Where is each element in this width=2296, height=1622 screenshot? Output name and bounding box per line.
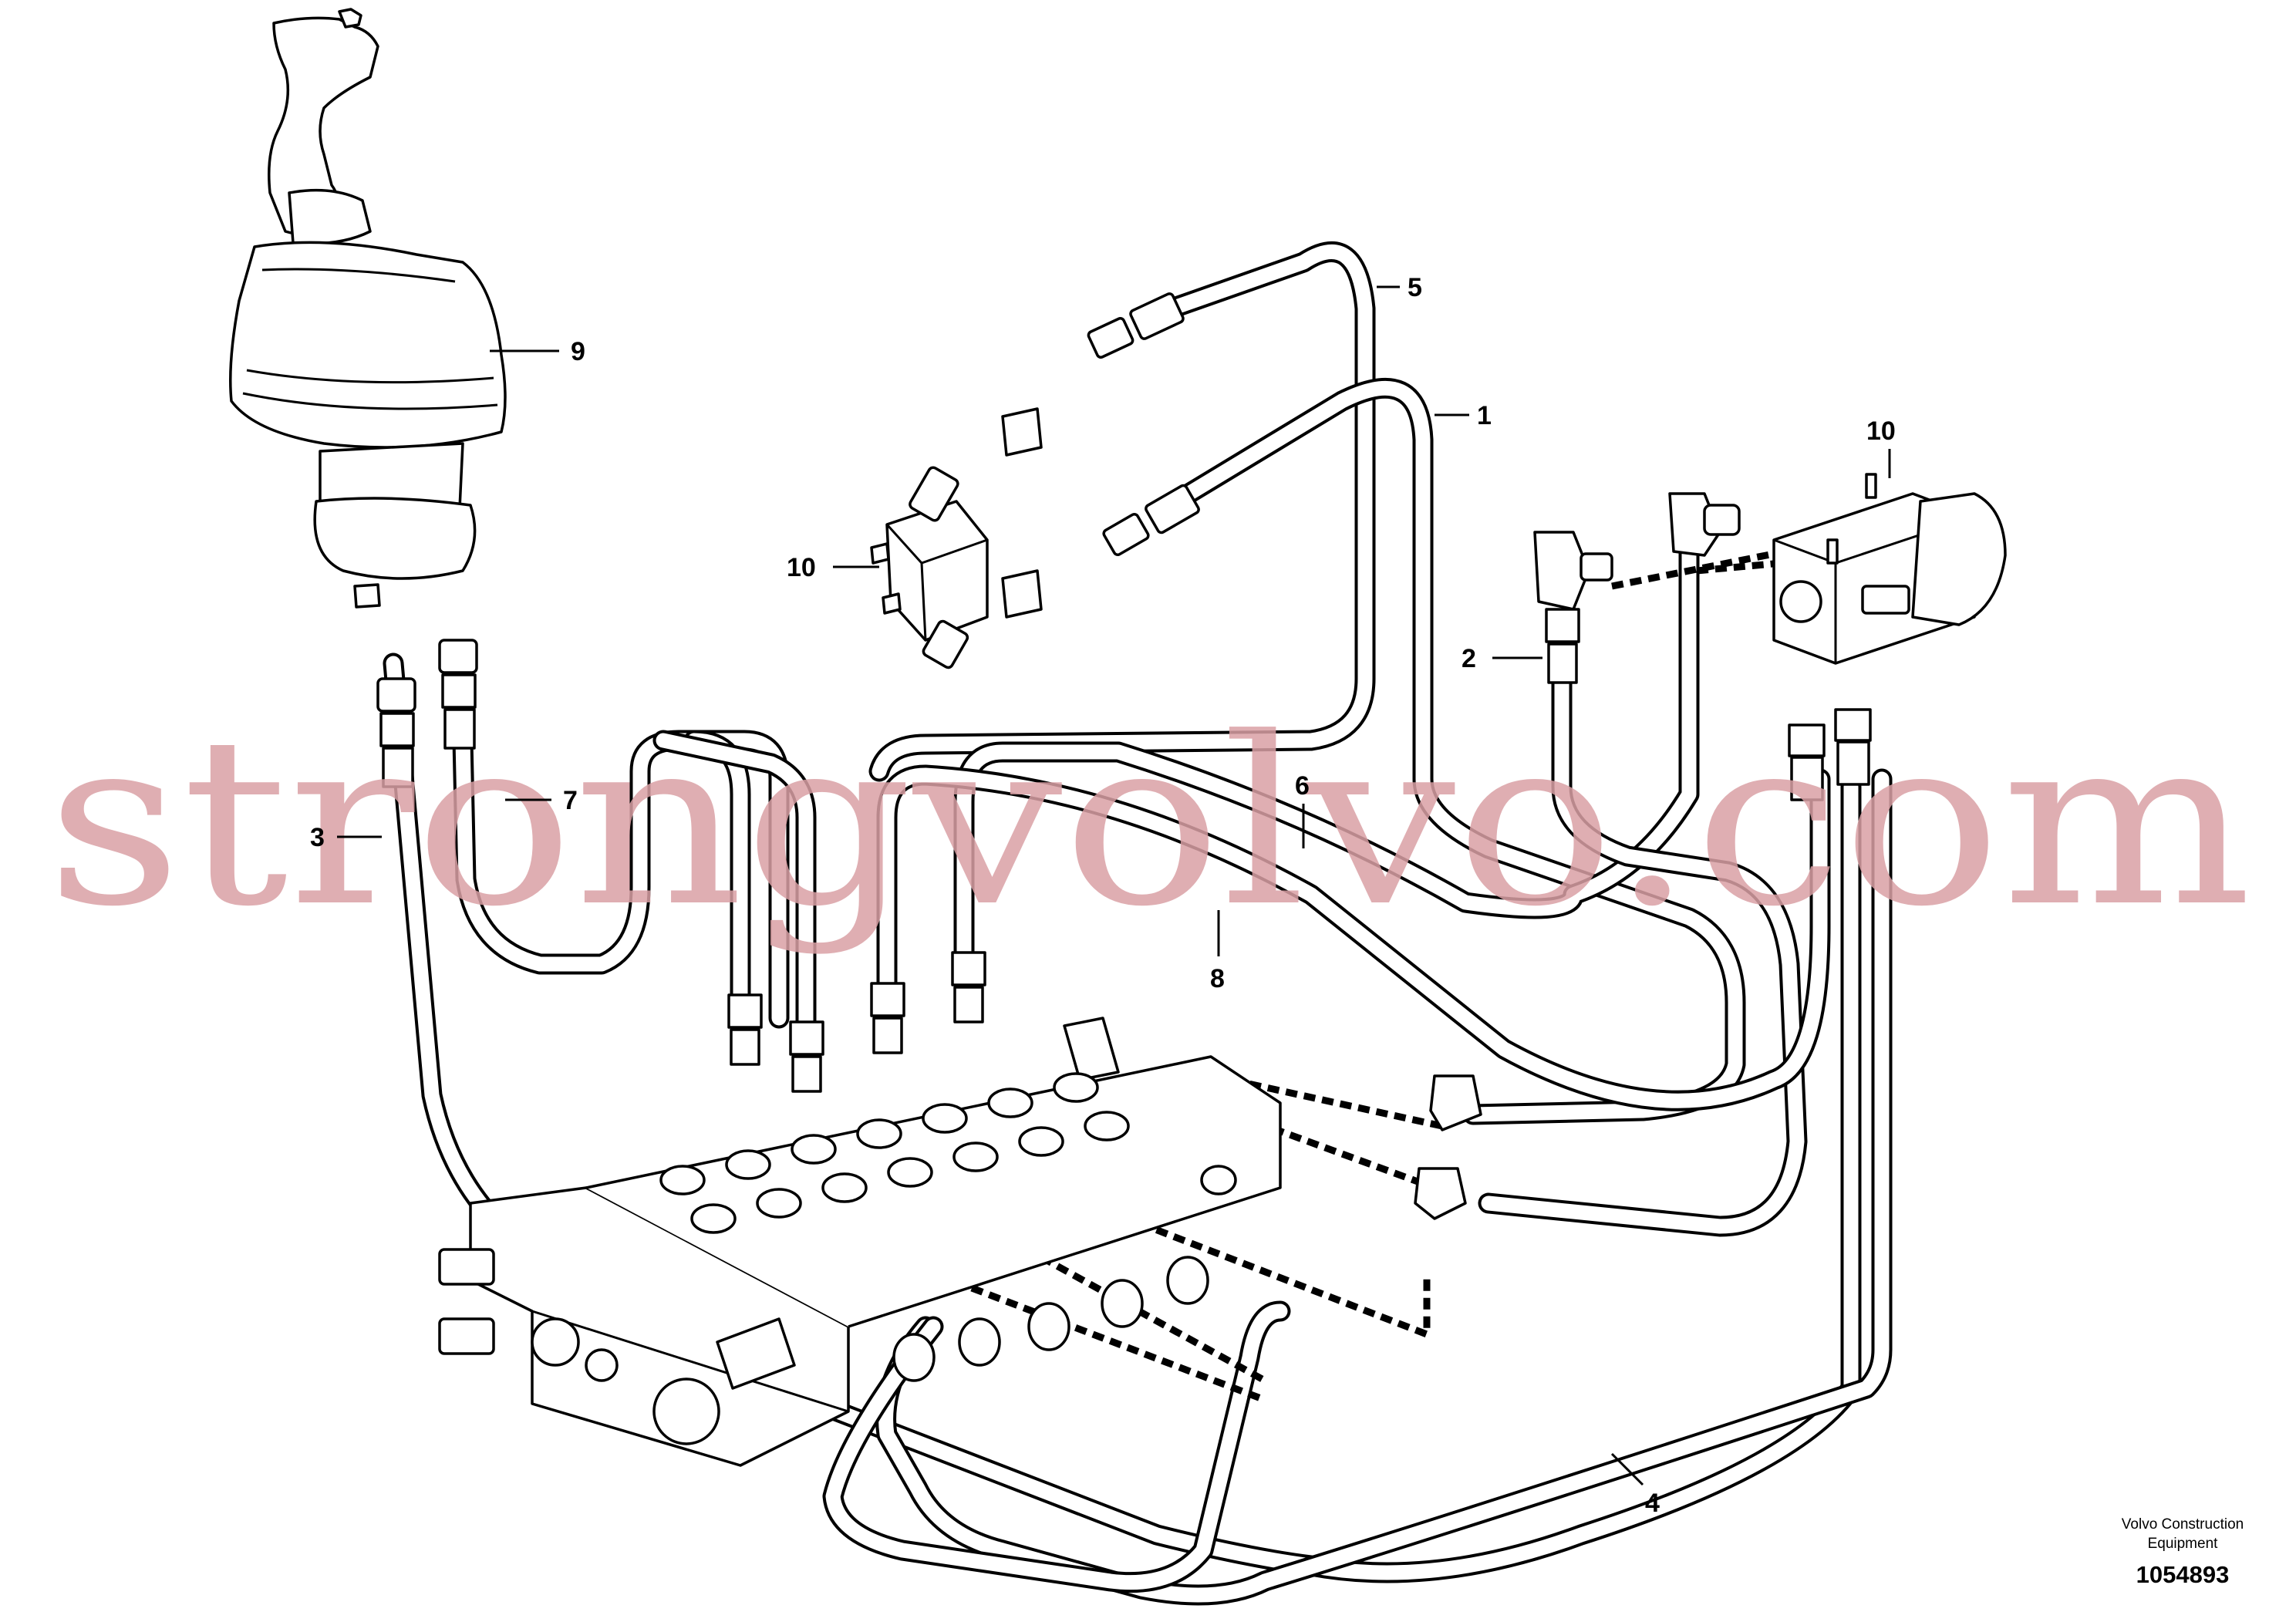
callout-4: 4	[1645, 1489, 1660, 1518]
callout-3: 3	[310, 823, 325, 852]
hose-2-fittings	[1533, 531, 1613, 684]
brand-line-1: Volvo Construction	[2122, 1516, 2244, 1533]
callout-7: 7	[563, 786, 578, 815]
hose-7	[450, 660, 790, 1029]
title-block: Volvo Construction Equipment 1054893	[2122, 1516, 2244, 1588]
drawing-number: 1054893	[2136, 1561, 2230, 1588]
callout-6: 6	[1295, 771, 1310, 801]
callout-9: 9	[571, 337, 585, 366]
hose-2	[1478, 660, 1808, 1237]
callout-10-right: 10	[1866, 416, 1896, 446]
joystick-fitting-right	[438, 639, 478, 750]
hose-lines	[383, 241, 1893, 1606]
callouts: 9 5 1 10 10 2 7 3 6 8 4	[310, 273, 1896, 1518]
control-valve-bank	[438, 1017, 1282, 1467]
hose-6-fittings	[1668, 492, 1741, 557]
hose-1-end-fitting	[1102, 484, 1200, 557]
valve-fittings-top	[727, 951, 986, 1093]
callout-8: 8	[1210, 964, 1225, 993]
tube-front	[822, 1300, 1291, 1593]
callout-5: 5	[1408, 273, 1422, 302]
callout-1: 1	[1477, 401, 1492, 430]
callout-2: 2	[1462, 644, 1476, 673]
hose-6	[953, 529, 1700, 983]
joystick-fitting-left	[376, 677, 416, 788]
hose-5	[868, 241, 1376, 782]
pilot-valve-right	[1772, 473, 2007, 665]
watermark-text: strongvolvo.com	[46, 688, 2252, 957]
valve-ports	[659, 1072, 1237, 1382]
brand-line-2: Equipment	[2148, 1536, 2219, 1552]
hose-4	[875, 768, 1893, 1606]
hose-8	[876, 764, 1831, 1111]
hose-5-end-fitting	[1087, 292, 1185, 359]
side-elbow-fittings	[1414, 1074, 1482, 1220]
pilot-valve-left	[870, 407, 1043, 669]
hose-upper-left	[652, 730, 817, 1052]
fittings	[376, 292, 1872, 1220]
joystick	[229, 8, 507, 609]
lower-right-fittings	[1788, 708, 1872, 801]
callout-10-left: 10	[787, 553, 816, 582]
